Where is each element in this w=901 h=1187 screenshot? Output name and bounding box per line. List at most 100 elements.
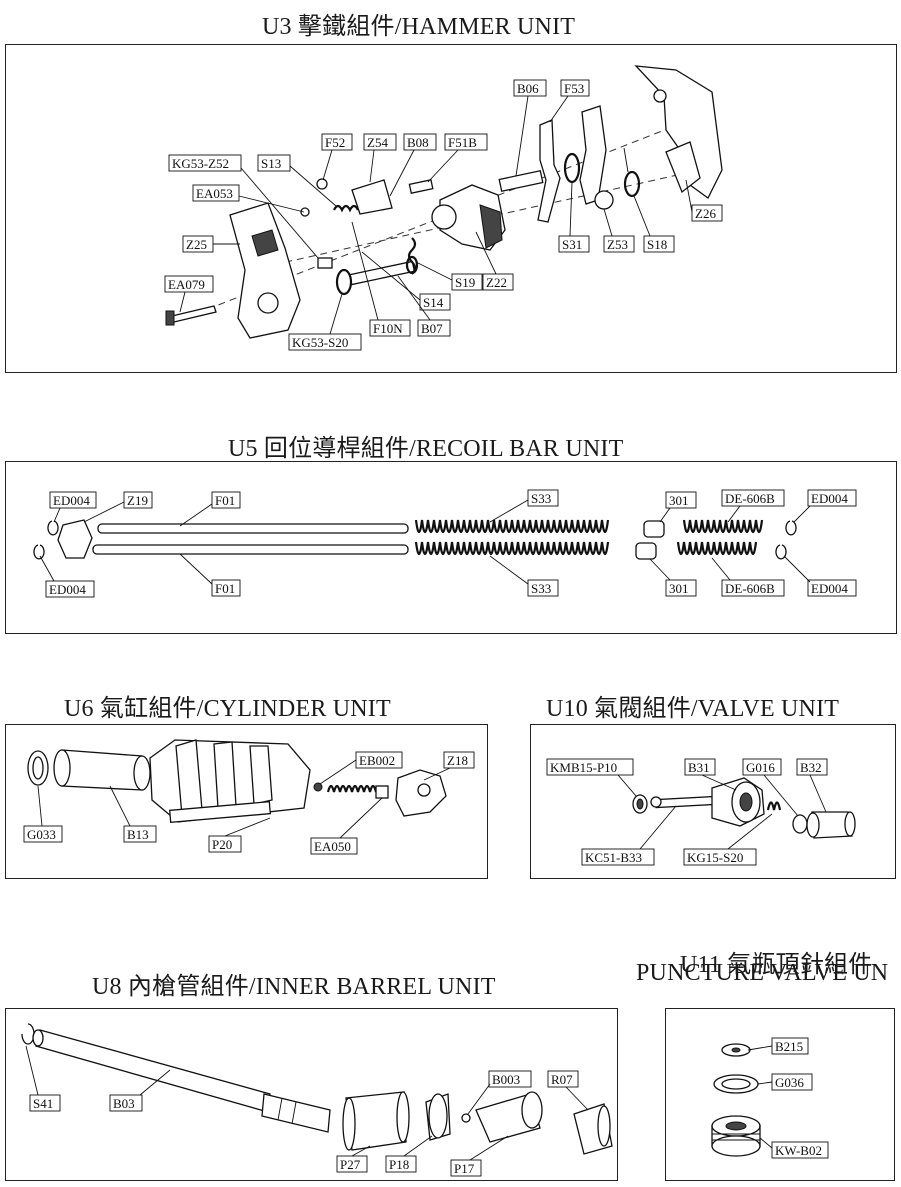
label-f01-bottom: F01 <box>215 581 235 596</box>
hammer-unit-title: U3 擊鐵組件/HAMMER UNIT <box>262 14 576 40</box>
recoil-bar-unit-labels: ED004 Z19 F01 S33 301 DE-606B ED004 ED00… <box>39 489 857 598</box>
label-g033: G033 <box>27 827 56 842</box>
valve-unit-drawing <box>632 777 856 839</box>
cylinder-unit-labels: G033 B13 P20 EB002 EA050 Z18 <box>23 751 475 855</box>
inner-barrel-unit-drawing <box>21 1023 613 1155</box>
label-z18: Z18 <box>447 753 468 768</box>
label-301-top: 301 <box>669 493 689 508</box>
label-p27: P27 <box>340 1157 361 1172</box>
label-z54: Z54 <box>367 135 388 150</box>
c-clip-part <box>21 1023 35 1045</box>
label-s31: S31 <box>562 237 582 252</box>
label-ed004-top-right: ED004 <box>811 491 848 506</box>
label-kg53-s20: KG53-S20 <box>292 335 348 350</box>
guide-rod-lower <box>92 544 409 555</box>
label-g036: G036 <box>775 1075 804 1090</box>
label-f53: F53 <box>564 81 584 96</box>
recoil-bar-unit-title: U5 回位導桿組件/RECOIL BAR UNIT <box>228 436 624 462</box>
hammer-unit-labels: KG53-Z52 EA053 Z25 EA079 S13 F52 Z54 B08… <box>164 79 723 351</box>
label-b32: B32 <box>800 760 822 775</box>
label-b215: B215 <box>775 1039 803 1054</box>
label-kc51-b33: KC51-B33 <box>585 850 642 865</box>
recoil-spring-lower <box>414 541 610 556</box>
label-f10n: F10N <box>373 321 403 336</box>
label-s14: S14 <box>423 295 444 310</box>
recoil-bar-unit-panel <box>5 461 897 634</box>
label-b06: B06 <box>517 81 539 96</box>
short-spring-lower <box>676 541 758 556</box>
clip-bottom-right <box>775 544 787 560</box>
valve-unit-panel <box>530 724 896 879</box>
valve-unit-title: U10 氣閥組件/VALVE UNIT <box>546 696 840 722</box>
label-s33-bottom: S33 <box>531 581 551 596</box>
label-301-bottom: 301 <box>669 581 689 596</box>
inner-barrel-unit-title: U8 內槍管組件/INNER BARREL UNIT <box>92 974 496 1000</box>
clip-top-left <box>47 520 59 536</box>
puncture-valve-unit-labels: B215 G036 KW-B02 <box>747 1037 829 1159</box>
inner-barrel-unit-panel <box>5 1008 618 1181</box>
valve-stem-part <box>655 795 717 809</box>
label-s41: S41 <box>33 1096 53 1111</box>
puncture-valve-unit-title-line2: PUNCTURE VALVE UN <box>636 960 889 986</box>
clip-top-right <box>785 520 797 536</box>
guide-rod-upper <box>97 523 409 534</box>
bushing-lower <box>635 542 657 560</box>
label-z26: Z26 <box>695 206 716 221</box>
label-p18: P18 <box>389 1157 409 1172</box>
label-s19: S19 <box>455 275 475 290</box>
label-f51b: F51B <box>448 135 477 150</box>
label-ed004-bottom-left: ED004 <box>49 582 86 597</box>
label-b07: B07 <box>421 321 443 336</box>
valve-spring-part <box>766 801 782 811</box>
label-z25: Z25 <box>186 237 207 252</box>
label-s18: S18 <box>647 237 667 252</box>
hammer-unit-panel <box>5 44 897 373</box>
label-de-606b-top: DE-606B <box>725 491 775 506</box>
label-b03: B03 <box>113 1096 135 1111</box>
inner-barrel-unit-labels: S41 B03 P27 P18 B003 R07 P17 <box>25 1045 589 1177</box>
label-ea050: EA050 <box>314 839 351 854</box>
valve-unit-labels: KMB15-P10 B31 G016 B32 KC51-B33 KG15-S20 <box>546 758 828 866</box>
label-g016: G016 <box>746 760 775 775</box>
label-p20: P20 <box>212 837 232 852</box>
label-kg15-s20: KG15-S20 <box>687 850 743 865</box>
cylinder-sleeve-part <box>61 749 143 791</box>
valve-o-ring-part <box>792 814 808 834</box>
label-s13: S13 <box>261 156 281 171</box>
label-de-606b-bottom: DE-606B <box>725 581 775 596</box>
puncture-valve-unit-panel <box>665 1008 895 1181</box>
label-kw-b02: KW-B02 <box>775 1143 822 1158</box>
label-kmb15-p10: KMB15-P10 <box>550 760 617 775</box>
bushing-upper <box>643 520 665 538</box>
label-ed004-bottom-right: ED004 <box>811 581 848 596</box>
label-ea053: EA053 <box>196 186 233 201</box>
puncture-valve-unit-drawing <box>711 1043 761 1157</box>
label-z19: Z19 <box>127 493 148 508</box>
hammer-unit-drawing <box>165 65 723 339</box>
label-z53: Z53 <box>607 237 628 252</box>
label-b003: B003 <box>492 1072 520 1087</box>
recoil-spring-upper <box>414 519 610 534</box>
cylinder-unit-drawing <box>27 739 447 824</box>
housing-part <box>634 65 723 199</box>
label-s33-top: S33 <box>531 491 551 506</box>
label-f52: F52 <box>325 135 345 150</box>
cylinder-unit-panel <box>5 724 488 879</box>
label-f01-top: F01 <box>215 493 235 508</box>
label-ea079: EA079 <box>168 277 205 292</box>
screw-part <box>171 305 217 323</box>
label-b13: B13 <box>127 827 149 842</box>
label-b31: B31 <box>688 760 710 775</box>
label-b08: B08 <box>407 135 429 150</box>
frame-plate-part <box>229 202 301 339</box>
barrel-part <box>35 1029 271 1113</box>
cylinder-unit-title: U6 氣缸組件/CYLINDER UNIT <box>64 696 391 722</box>
clip-bottom-left <box>33 544 45 560</box>
label-kg53-z52: KG53-Z52 <box>172 156 229 171</box>
label-eb002: EB002 <box>359 753 395 768</box>
label-ed004-top-left: ED004 <box>53 493 90 508</box>
label-r07: R07 <box>551 1072 573 1087</box>
label-z22: Z22 <box>486 275 507 290</box>
label-p17: P17 <box>454 1161 475 1176</box>
